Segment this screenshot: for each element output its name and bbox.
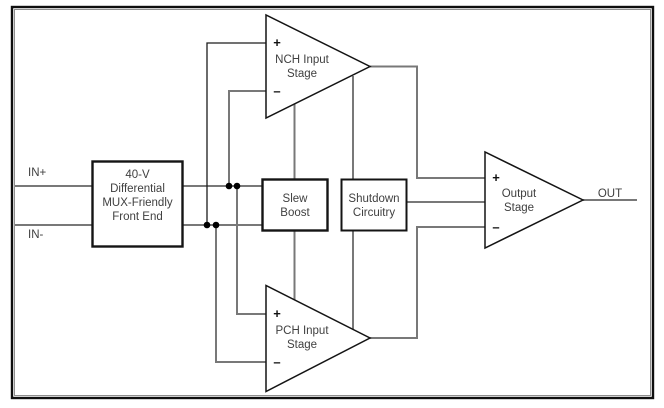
output-line-1: Output	[502, 188, 537, 200]
slew-boost-line-2: Boost	[280, 207, 310, 219]
out-label: OUT	[598, 188, 622, 200]
pch-line-2: Stage	[287, 339, 317, 351]
shutdown-line-1: Shutdown	[348, 193, 399, 205]
nch-minus-sign: –	[273, 84, 280, 99]
front-end-line-1: 40-V	[125, 169, 150, 181]
output-stage-label: + – Output Stage	[492, 170, 537, 235]
wire-to-pch-minus	[215, 225, 266, 363]
shutdown-label: Shutdown Circuitry	[348, 193, 399, 219]
front-end-line-3: MUX-Friendly	[102, 197, 173, 209]
slew-boost-label: Slew Boost	[280, 193, 310, 219]
figure-border-outer	[10, 5, 655, 400]
wire-pch-to-output-minus	[370, 226, 485, 339]
junction-dot	[233, 182, 241, 190]
output-minus-sign: –	[492, 220, 499, 235]
nch-line-2: Stage	[287, 68, 317, 80]
output-line-2: Stage	[504, 202, 534, 214]
nch-stage-triangle	[265, 13, 372, 120]
output-stage-triangle	[484, 150, 585, 250]
wire-to-nch-plus	[206, 42, 266, 225]
junction-dot	[212, 221, 220, 229]
shutdown-block	[340, 178, 408, 232]
nch-plus-sign: +	[273, 35, 281, 50]
pch-stage-label: + – PCH Input Stage	[273, 306, 329, 370]
nch-line-1: NCH Input	[275, 54, 329, 66]
slew-boost-line-1: Slew	[283, 193, 309, 205]
figure-border-inner	[14, 9, 651, 396]
front-end-line-2: Differential	[110, 183, 165, 195]
shutdown-line-2: Circuitry	[353, 207, 395, 219]
in-minus-label: IN-	[28, 229, 44, 241]
pch-line-1: PCH Input	[275, 325, 329, 337]
front-end-line-4: Front End	[112, 211, 163, 223]
output-plus-sign: +	[492, 170, 500, 185]
wire-to-pch-plus	[236, 186, 266, 315]
junction-dots	[203, 182, 241, 229]
junction-dot	[203, 221, 211, 229]
pch-plus-sign: +	[273, 306, 281, 321]
pch-stage-triangle	[265, 284, 372, 393]
junction-dot	[225, 182, 233, 190]
front-end-block	[91, 160, 184, 248]
wire-nch-to-output-plus	[370, 65, 485, 179]
pch-minus-sign: –	[273, 355, 280, 370]
in-plus-label: IN+	[28, 167, 47, 179]
wires	[15, 42, 637, 363]
nch-stage-label: + – NCH Input Stage	[273, 35, 329, 99]
slew-boost-block	[261, 178, 329, 232]
wire-to-nch-minus	[228, 90, 266, 186]
front-end-label: 40-V Differential MUX-Friendly Front End	[102, 169, 173, 223]
